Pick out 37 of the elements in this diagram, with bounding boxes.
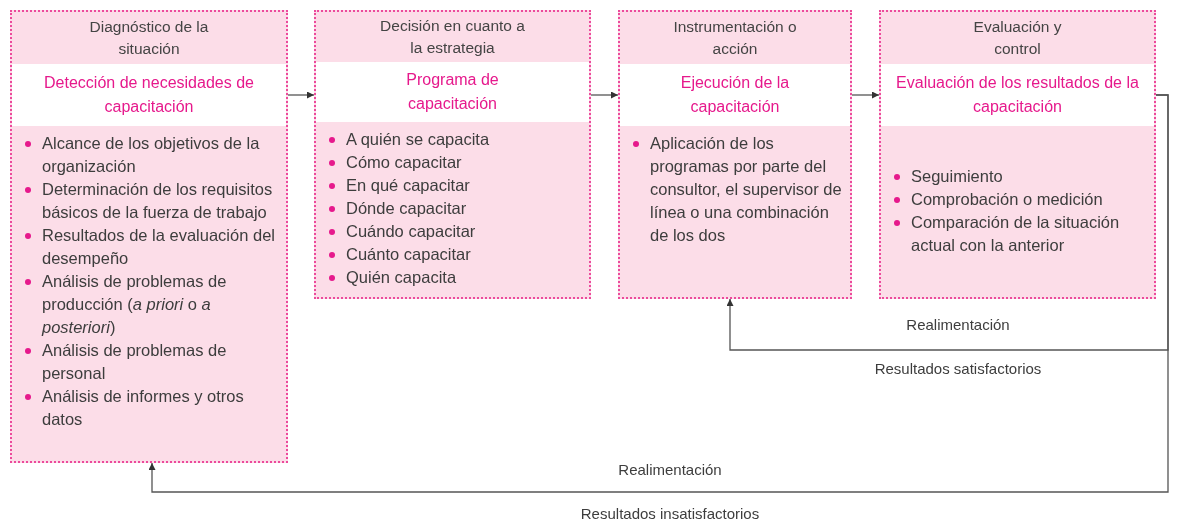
stage-heading: Decisión en cuanto a la estrategia (379, 15, 526, 59)
stage-title: Programa de capacitación (405, 70, 500, 115)
connector-arrow (148, 94, 1169, 493)
stage-title-band (620, 64, 850, 126)
bullet-item: Cuándo capacitar (326, 220, 581, 243)
stage-heading: Instrumentación o acción (672, 16, 798, 59)
bullet-item: Comparación de la situación actual con la anterior (891, 210, 1146, 257)
stage-title: Detección de necesidades de capacitación (43, 73, 255, 117)
bullet-item: Cómo capacitar (326, 151, 581, 174)
connector-arrow (287, 91, 315, 99)
connector-arrow (851, 91, 880, 99)
bullet-item: Seguimiento (891, 164, 1146, 188)
connector-arrow (590, 91, 619, 99)
bullet-item: Análisis de problemas de producción (a priori o a posteriori) (22, 270, 278, 339)
stage-box (879, 10, 1156, 299)
bullet-item: En qué capacitar (326, 174, 581, 197)
stage-heading: Diagnóstico de la situación (88, 16, 210, 59)
bullet-item: Alcance de los objetivos de la organización (22, 132, 278, 178)
stage-box (618, 10, 852, 299)
bullet-item: A quién se capacita (326, 128, 581, 151)
bullet-item: Análisis de informes y otros datos (22, 385, 278, 431)
stage-title-band (316, 62, 589, 122)
bullet-item: Resultados de la evaluación del desempeño (22, 224, 278, 270)
stage-heading: Evaluación y control (972, 16, 1063, 59)
bullet-item: Aplicación de los programas por parte del consultor, el supervisor de línea o una combinación de los dos (630, 132, 842, 247)
stage-box (314, 10, 591, 299)
stage-box (10, 10, 288, 463)
stage-title: Evaluación de los resultados de la capacitación (895, 73, 1140, 117)
bullet-item: Análisis de problemas de personal (22, 339, 278, 385)
bullet-item: Cuánto capacitar (326, 243, 581, 266)
bullet-item: Quién capacita (326, 266, 581, 289)
stage-title-band (12, 64, 286, 126)
bullet-item: Comprobación o medición (891, 187, 1146, 211)
bullet-item: Determinación de los requisitos básicos de la fuerza de trabajo (22, 178, 278, 224)
stage-title-band (881, 64, 1154, 126)
bullet-item: Dónde capacitar (326, 197, 581, 220)
stage-title: Ejecución de la capacitación (679, 73, 791, 117)
